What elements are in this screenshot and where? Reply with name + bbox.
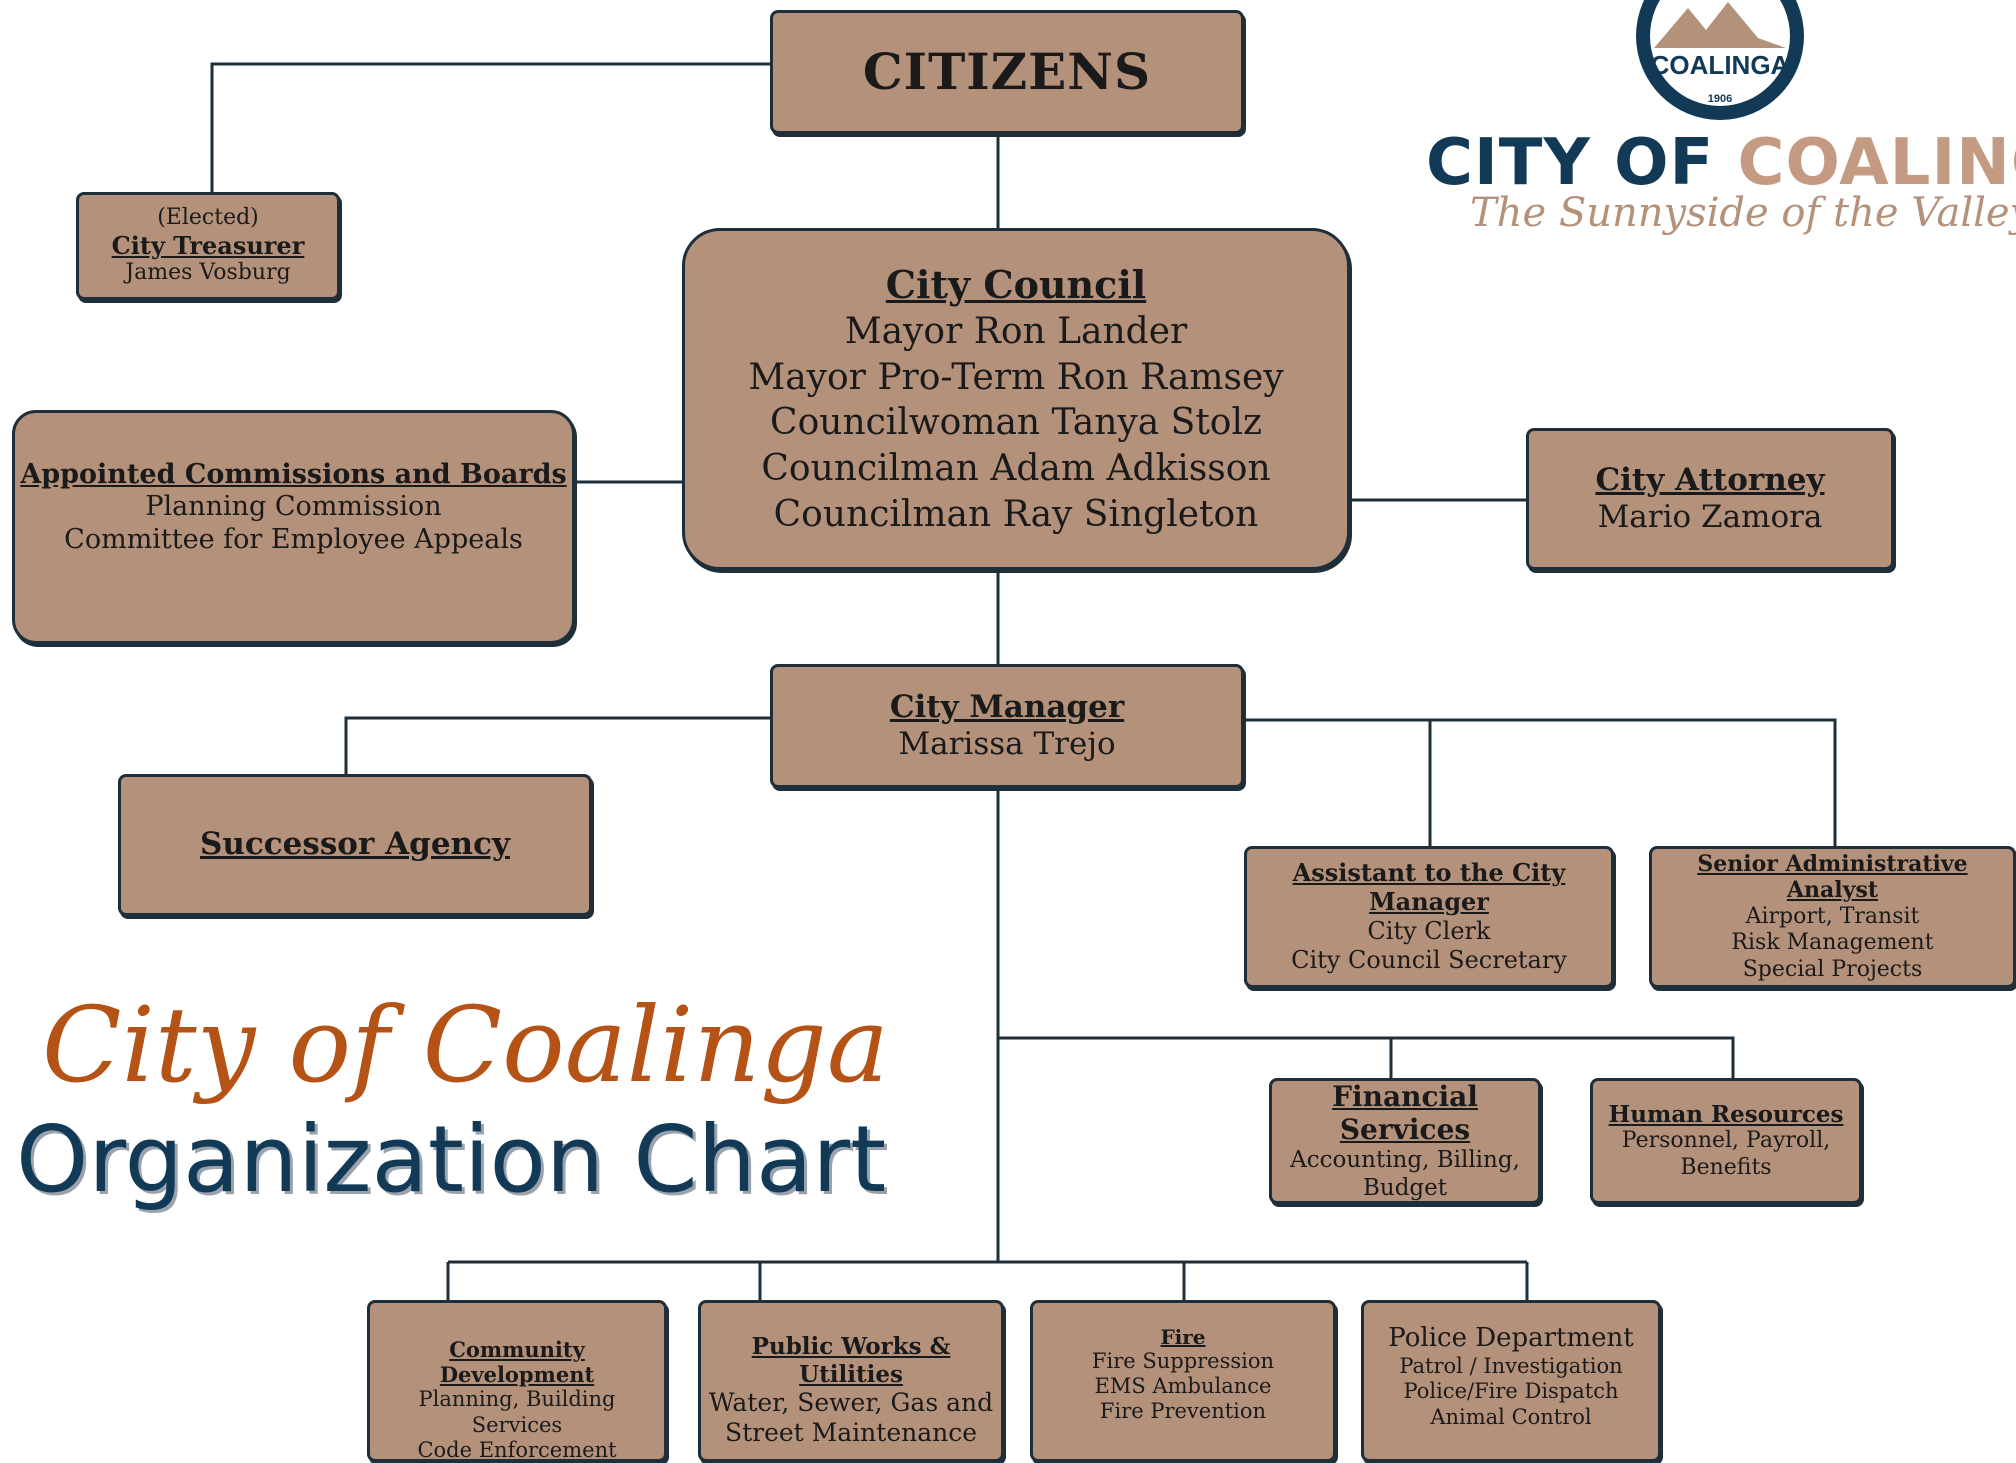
council-member: Councilwoman Tanya Stolz xyxy=(770,402,1262,444)
heading-line1: City of Coalinga xyxy=(42,984,889,1106)
publicworks-item: Water, Sewer, Gas and xyxy=(708,1388,994,1418)
manager-name: Marissa Trejo xyxy=(898,726,1116,762)
community-item: Planning, Building Services xyxy=(418,1387,616,1437)
seal-text: COALINGA xyxy=(1651,50,1790,80)
community-item: Code Enforcement xyxy=(417,1437,617,1462)
hr-item: Personnel, Payroll, xyxy=(1621,1128,1831,1154)
fire-item: EMS Ambulance xyxy=(1094,1374,1272,1399)
hr-title: Human Resources xyxy=(1608,1100,1844,1128)
fire-item: Fire Prevention xyxy=(1099,1399,1267,1424)
community-box: Community Development Planning, Building… xyxy=(367,1300,667,1462)
connector-citizens-treasurer xyxy=(210,62,770,192)
treasurer-name: James Vosburg xyxy=(125,260,291,286)
connector-finance-hr xyxy=(998,1036,1735,1078)
publicworks-title: Public Works & Utilities xyxy=(751,1333,951,1388)
successor-box: Successor Agency xyxy=(118,774,592,916)
citizens-title: CITIZENS xyxy=(862,42,1152,101)
city-tagline: The Sunnyside of the Valley xyxy=(1470,190,2016,236)
analyst-box: Senior Administrative Analyst Airport, T… xyxy=(1649,846,2016,988)
finance-item: Budget xyxy=(1362,1174,1447,1201)
manager-box: City Manager Marissa Trejo xyxy=(770,664,1244,788)
police-item: Police/Fire Dispatch xyxy=(1403,1379,1619,1404)
police-title: Police Department xyxy=(1388,1323,1634,1353)
treasurer-box: (Elected) City Treasurer James Vosburg xyxy=(76,192,340,300)
council-box: City Council Mayor Ron Lander Mayor Pro-… xyxy=(682,228,1350,570)
assistant-box: Assistant to the City Manager City Clerk… xyxy=(1244,846,1614,988)
hr-box: Human Resources Personnel, Payroll, Bene… xyxy=(1590,1078,1862,1204)
commissions-item: Committee for Employee Appeals xyxy=(64,523,523,555)
council-member: Councilman Adam Adkisson xyxy=(761,447,1271,489)
council-title: City Council xyxy=(885,261,1147,307)
analyst-item: Special Projects xyxy=(1742,956,1923,982)
fire-box: Fire Fire Suppression EMS Ambulance Fire… xyxy=(1030,1300,1336,1462)
council-member: Mayor Pro-Term Ron Ramsey xyxy=(748,356,1284,398)
council-member: Councilman Ray Singleton xyxy=(773,493,1259,535)
attorney-box: City Attorney Mario Zamora xyxy=(1526,428,1894,570)
publicworks-item: Street Maintenance xyxy=(724,1418,978,1448)
police-item: Patrol / Investigation xyxy=(1399,1354,1623,1379)
attorney-title: City Attorney xyxy=(1595,461,1825,498)
police-item: Animal Control xyxy=(1430,1404,1592,1429)
treasurer-note: (Elected) xyxy=(157,205,259,231)
connector-manager-successor xyxy=(344,716,770,774)
commissions-box: Appointed Commissions and Boards Plannin… xyxy=(12,410,575,644)
attorney-name: Mario Zamora xyxy=(1597,499,1823,535)
city-seal-icon: COALINGA 1906 xyxy=(1636,0,1804,120)
commissions-item: Planning Commission xyxy=(145,491,442,523)
finance-title: Financial Services xyxy=(1332,1079,1478,1147)
analyst-title: Senior Administrative Analyst xyxy=(1697,851,1968,904)
treasurer-title: City Treasurer xyxy=(111,230,305,260)
assistant-item: City Clerk xyxy=(1367,917,1491,945)
citizens-box: CITIZENS xyxy=(770,10,1244,134)
analyst-item: Risk Management xyxy=(1731,930,1934,956)
seal-year: 1906 xyxy=(1708,93,1732,105)
successor-title: Successor Agency xyxy=(200,826,510,863)
fire-item: Fire Suppression xyxy=(1091,1349,1275,1373)
community-title: Community Development xyxy=(439,1337,595,1388)
fire-title: Fire xyxy=(1160,1325,1206,1349)
connector-manager-staff xyxy=(1244,718,1837,846)
commissions-title: Appointed Commissions and Boards xyxy=(20,459,567,490)
brand-part1: CITY OF xyxy=(1426,126,1738,200)
finance-item: Accounting, Billing, xyxy=(1290,1147,1520,1173)
assistant-item: City Council Secretary xyxy=(1291,945,1567,974)
publicworks-box: Public Works & Utilities Water, Sewer, G… xyxy=(698,1300,1004,1462)
finance-box: Financial Services Accounting, Billing, … xyxy=(1269,1078,1541,1204)
assistant-title: Assistant to the City Manager xyxy=(1292,858,1566,917)
city-brand-name: CITY OF COALINGA xyxy=(1426,126,2016,200)
hr-item: Benefits xyxy=(1680,1154,1772,1180)
manager-title: City Manager xyxy=(889,688,1125,725)
analyst-item: Airport, Transit xyxy=(1745,903,1920,929)
council-member: Mayor Ron Lander xyxy=(844,310,1188,352)
heading-line2: Organization Chart xyxy=(16,1106,887,1213)
police-box: Police Department Patrol / Investigation… xyxy=(1361,1300,1661,1462)
brand-part2: COALINGA xyxy=(1737,126,2016,200)
